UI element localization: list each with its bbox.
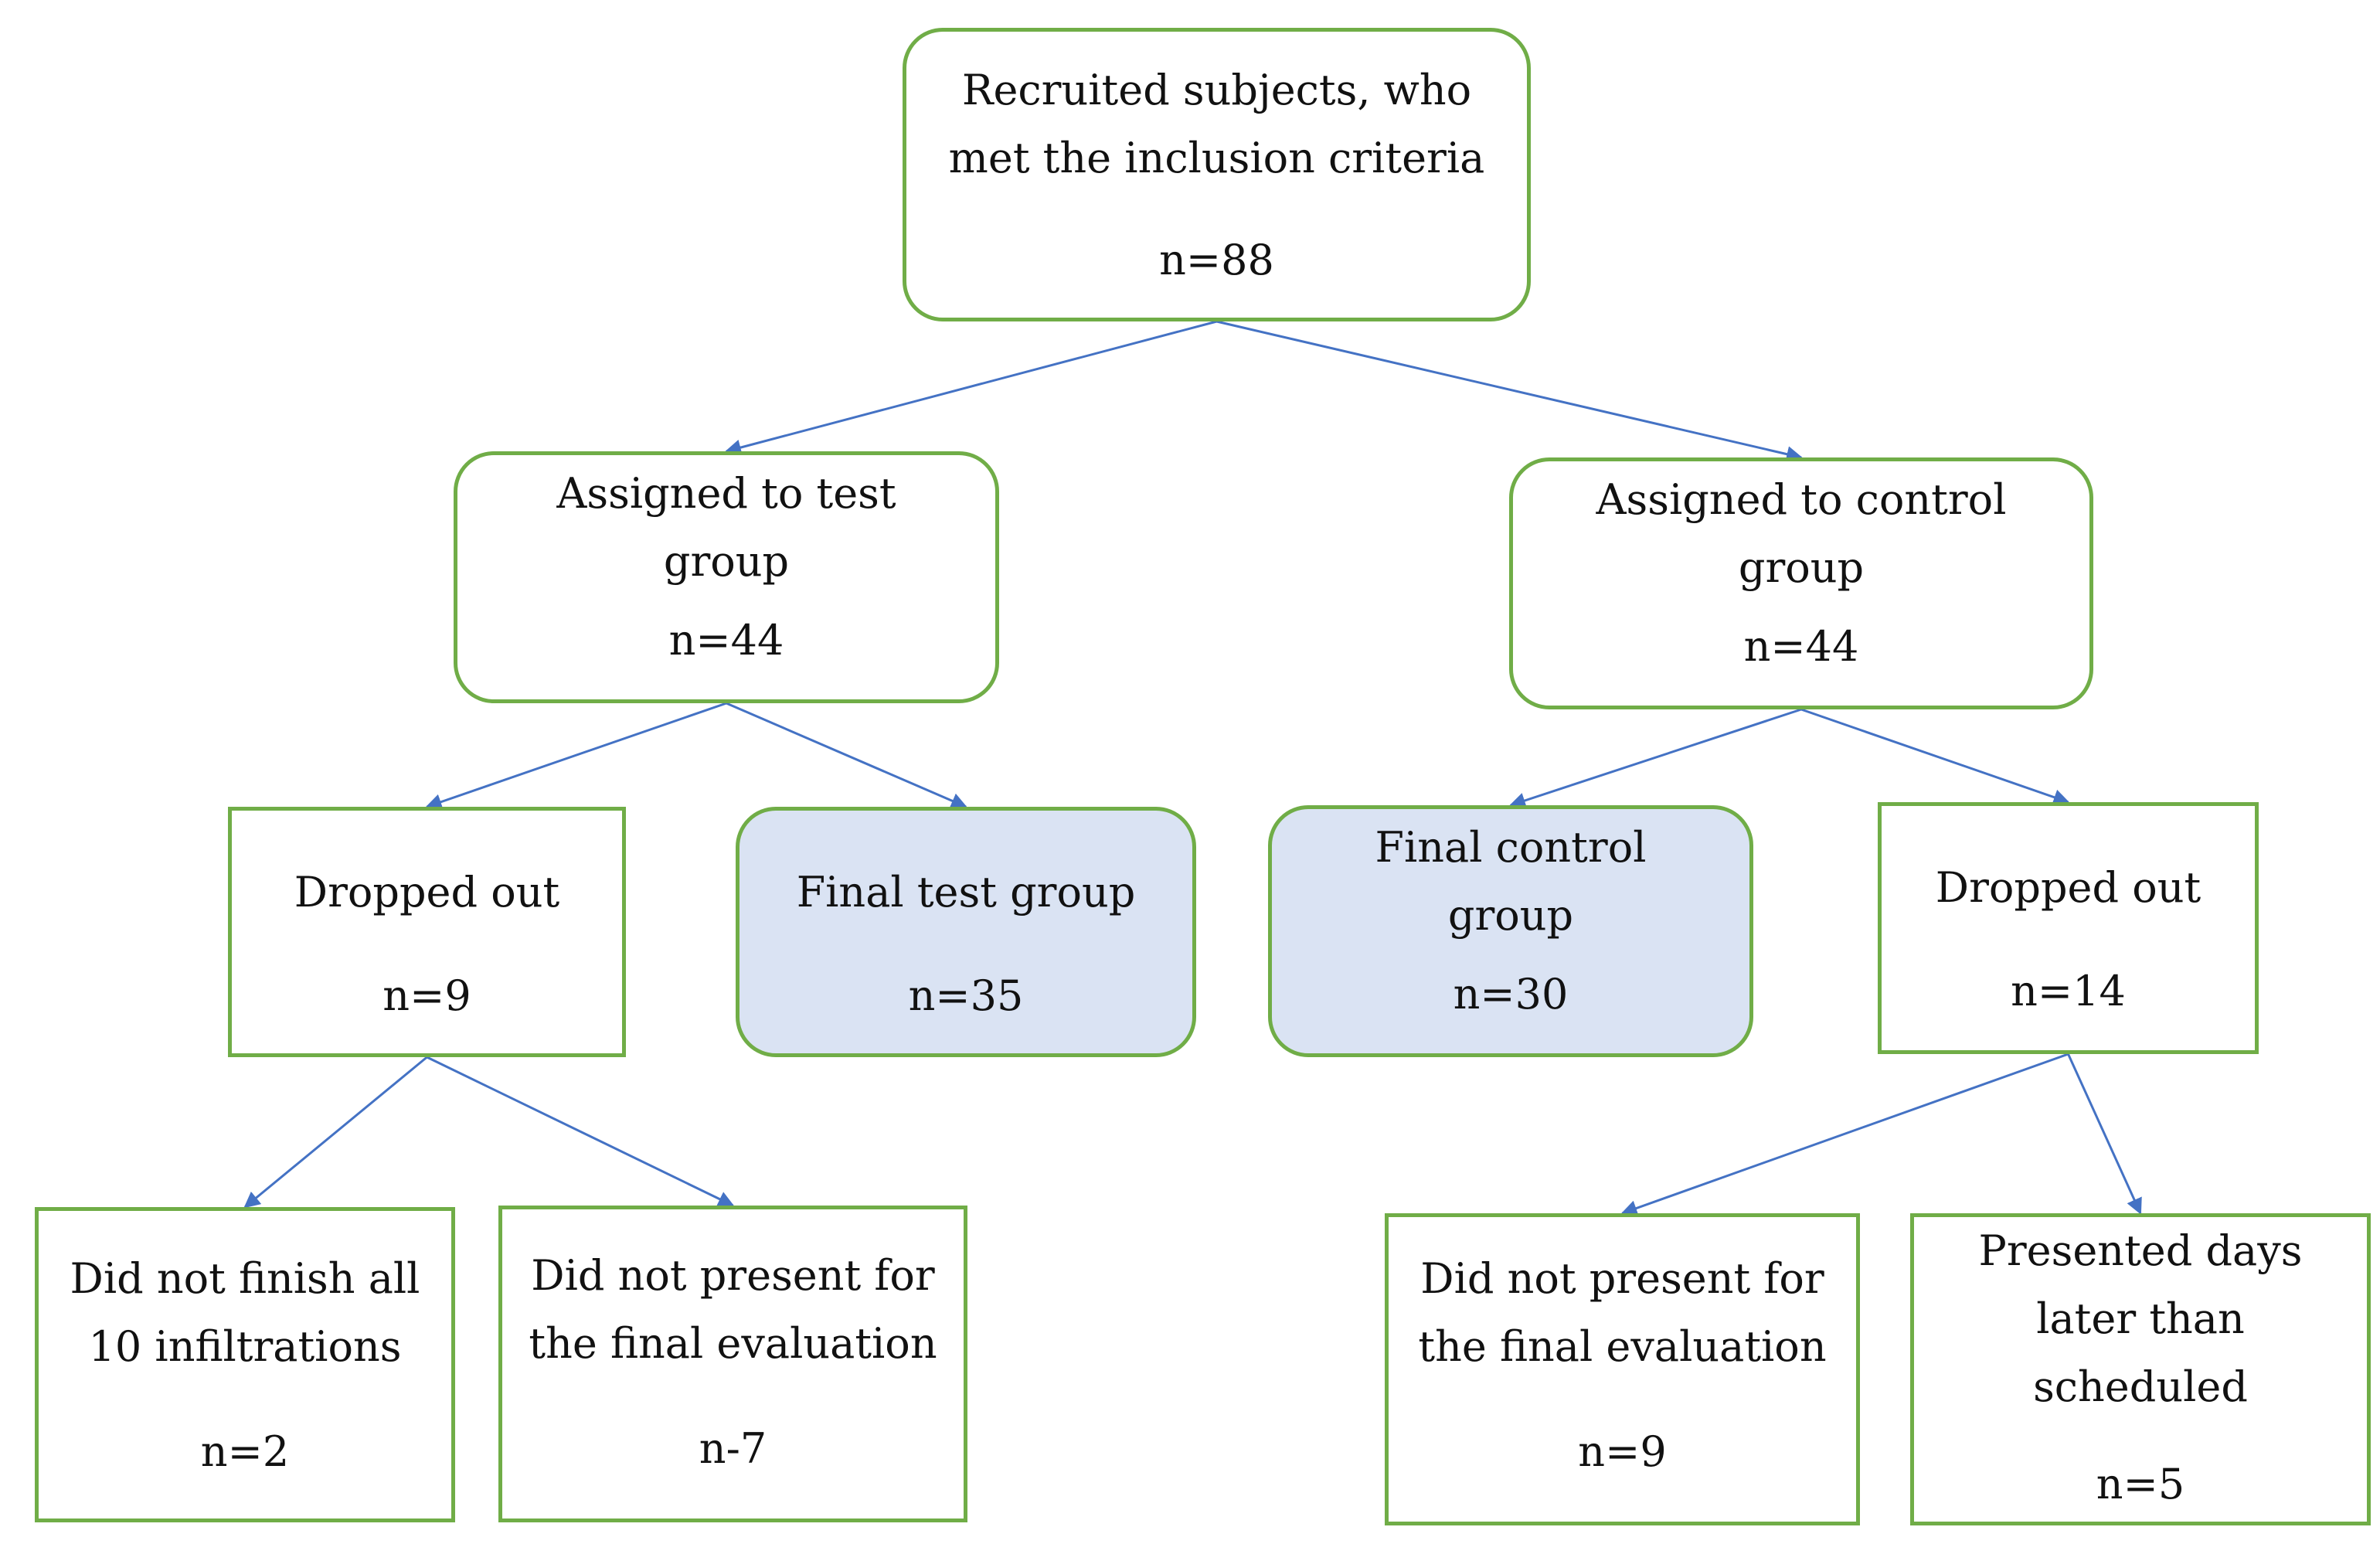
recruited-subjects-count: n=88	[1159, 236, 1274, 284]
test-dropped-out-box: Dropped out n=9	[228, 807, 626, 1057]
arrow-test_dropped-to-test_not_finish	[243, 1056, 428, 1209]
test-did-not-present-label: Did not present for the final evaluation	[529, 1251, 937, 1368]
final-control-group-label: Final control group	[1375, 823, 1647, 940]
test-did-not-present-count: n-7	[699, 1424, 767, 1473]
did-not-finish-infiltrations-box: Did not finish all 10 infiltrations n=2	[35, 1207, 455, 1522]
final-test-group-count: n=35	[908, 971, 1024, 1020]
assigned-test-group-box: Assigned to test group n=44	[454, 451, 999, 703]
control-did-not-present-count: n=9	[1578, 1427, 1667, 1476]
control-did-not-present-label: Did not present for the final evaluation	[1418, 1254, 1827, 1371]
final-test-group-label: Final test group	[796, 868, 1136, 917]
assigned-control-group-label: Assigned to control group	[1596, 475, 2007, 592]
final-test-group-box: Final test group n=35	[736, 807, 1196, 1057]
assigned-test-group-label: Assigned to test group	[556, 469, 896, 586]
final-control-group-count: n=30	[1453, 970, 1569, 1019]
arrow-control_dropped-to-control_not_present	[1620, 1053, 2069, 1216]
arrow-recruited-to-control_assigned	[1216, 320, 1804, 462]
arrow-test_assigned-to-test_dropped	[425, 702, 727, 810]
did-not-finish-infiltrations-count: n=2	[200, 1427, 290, 1476]
presented-late-count: n=5	[2096, 1460, 2185, 1508]
assigned-control-group-count: n=44	[1743, 622, 1859, 671]
assigned-control-group-box: Assigned to control group n=44	[1509, 457, 2093, 709]
recruited-subjects-label: Recruited subjects, who met the inclusio…	[948, 66, 1485, 182]
presented-late-box: Presented days later than scheduled n=5	[1910, 1213, 2371, 1525]
control-dropped-out-count: n=14	[2011, 967, 2126, 1015]
arrow-control_dropped-to-control_late	[2067, 1053, 2142, 1215]
recruited-subjects-box: Recruited subjects, who met the inclusio…	[903, 28, 1531, 321]
test-did-not-present-box: Did not present for the final evaluation…	[498, 1206, 967, 1522]
control-dropped-out-box: Dropped out n=14	[1878, 802, 2259, 1054]
final-control-group-box: Final control group n=30	[1268, 805, 1753, 1057]
control-dropped-out-label: Dropped out	[1935, 863, 2202, 912]
did-not-finish-infiltrations-label: Did not finish all 10 infiltrations	[70, 1254, 420, 1371]
arrow-test_dropped-to-test_not_present	[426, 1056, 735, 1207]
arrow-control_assigned-to-control_final	[1509, 708, 1802, 809]
test-dropped-out-label: Dropped out	[294, 868, 560, 917]
arrow-control_assigned-to-control_dropped	[1800, 708, 2070, 805]
presented-late-label: Presented days later than scheduled	[1978, 1226, 2303, 1411]
assigned-test-group-count: n=44	[668, 616, 784, 665]
test-dropped-out-count: n=9	[382, 971, 471, 1020]
control-did-not-present-box: Did not present for the final evaluation…	[1385, 1213, 1860, 1525]
arrow-recruited-to-test_assigned	[724, 320, 1217, 456]
arrow-test_assigned-to-test_final	[726, 702, 967, 809]
